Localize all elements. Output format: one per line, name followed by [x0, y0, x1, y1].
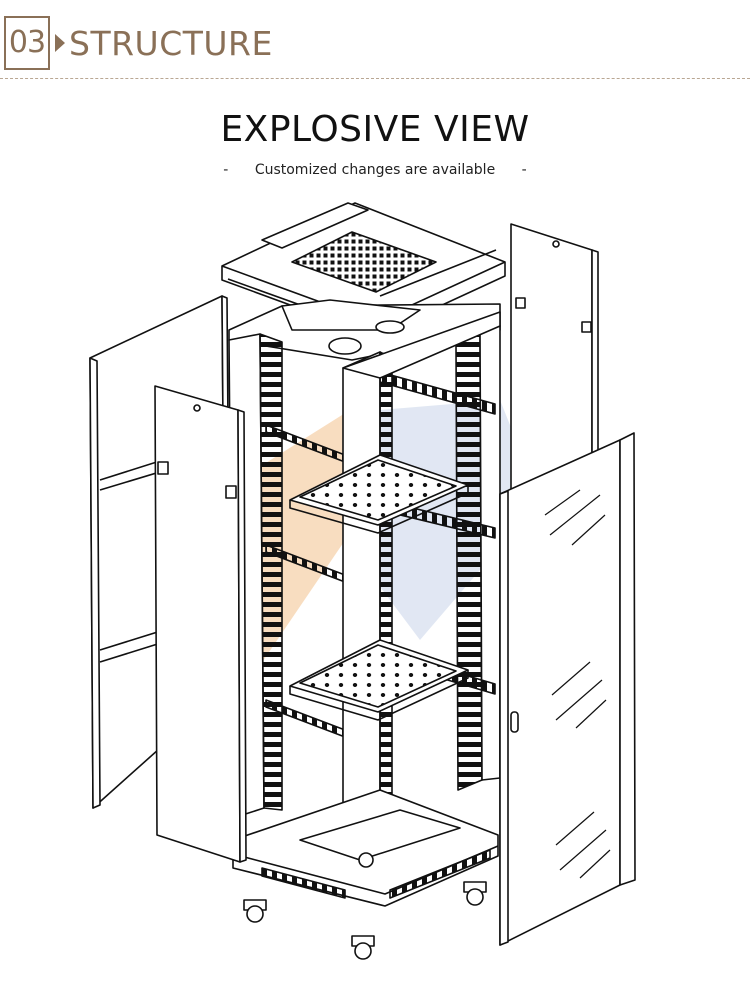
caster-front-center [351, 935, 375, 960]
caster-rear [358, 852, 374, 868]
caster-front-right [463, 881, 487, 906]
upper-shelf [289, 454, 469, 534]
page-subtitle: - Customized changes are available - [0, 160, 750, 180]
top-cover [221, 202, 506, 337]
subtitle-dash-left: - [223, 162, 229, 178]
lower-shelf [289, 639, 469, 721]
page-title: EXPLOSIVE VIEW [220, 109, 530, 150]
cabinet-frame [228, 299, 501, 856]
section-header: 03 STRUCTURE [0, 0, 750, 80]
rear-side-panel [510, 223, 599, 493]
exploded-cabinet-illustration: R [0, 190, 750, 987]
caster-wheels [243, 852, 487, 960]
cabinet-base [232, 789, 499, 907]
side-panel [154, 385, 247, 863]
subtitle-text: Customized changes are available [254, 162, 496, 178]
section-title: STRUCTURE [69, 24, 273, 63]
glass-front-door [499, 432, 636, 946]
caster-front-left [243, 899, 267, 923]
arrow-right-icon [55, 34, 65, 52]
dashed-divider [0, 78, 750, 79]
section-number-badge: 03 [4, 16, 50, 70]
subtitle-dash-right: - [521, 162, 527, 178]
